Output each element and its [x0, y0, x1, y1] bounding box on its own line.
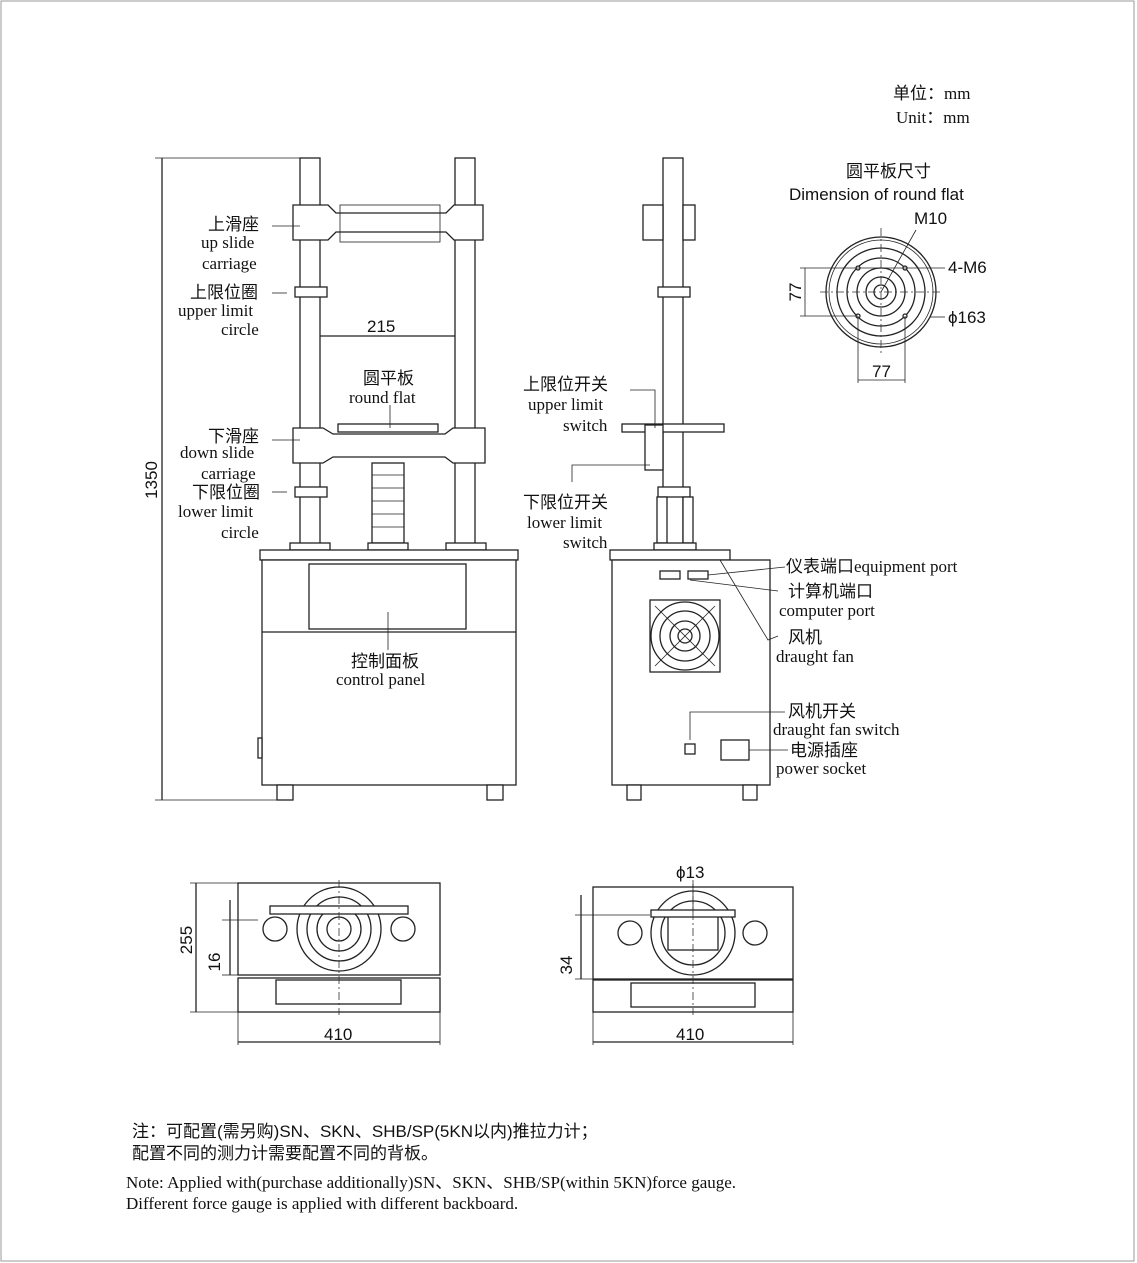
- w410-left-label: 410: [324, 1025, 352, 1044]
- round-flat-en: round flat: [349, 388, 416, 407]
- upper-circle-cn: 上限位圈: [190, 283, 258, 302]
- round-flat: [337, 423, 439, 433]
- note-en-2: Different force gauge is applied with di…: [126, 1194, 518, 1213]
- bellows: [371, 462, 405, 544]
- dia163-label: ϕ163: [948, 308, 986, 327]
- up-slide-cn: 上滑座: [208, 215, 259, 234]
- up-slide-en: up slide: [201, 233, 254, 252]
- computer-port-en: computer port: [779, 601, 875, 620]
- lower-circle-en2: circle: [221, 523, 259, 542]
- top-view-left: [190, 880, 441, 1045]
- upper-circle-en: upper limit: [178, 301, 253, 320]
- fan-switch-cn: 风机开关: [788, 702, 856, 721]
- note-cn-2: 配置不同的测力计需要配置不同的背板。: [132, 1144, 438, 1163]
- top-plate: [259, 549, 519, 561]
- upper-switch-en: upper limit: [528, 395, 603, 414]
- equipment-port-label: 仪表端口equipment port: [786, 557, 958, 576]
- fan-switch-en: draught fan switch: [773, 720, 900, 739]
- note-cn-1: 注：可配置(需另购)SN、SKN、SHB/SP(5KN以内)推拉力计；: [132, 1122, 598, 1141]
- down-slide-cn: 下滑座: [208, 427, 259, 446]
- up-slide-en2: carriage: [202, 254, 257, 273]
- width-215: 215: [367, 317, 395, 336]
- upper-switch-en2: switch: [563, 416, 608, 435]
- down-slide-en: down slide: [180, 443, 254, 462]
- down-slide-carriage: [292, 427, 486, 464]
- unit-cn: 单位：mm: [893, 84, 970, 103]
- round-flat-title-en: Dimension of round flat: [789, 185, 964, 204]
- d13-label: ϕ13: [676, 863, 704, 882]
- foot: [276, 784, 294, 801]
- height-1350: 1350: [142, 461, 161, 499]
- m6-label: 4-M6: [948, 258, 987, 277]
- front-view: 1350 215: [142, 157, 519, 801]
- round-flat-detail: [800, 228, 945, 383]
- h77-label: 77: [872, 362, 891, 381]
- side-view: [571, 157, 788, 801]
- upper-limit-circle: [294, 286, 328, 298]
- foot: [486, 784, 504, 801]
- w410-right-label: 410: [676, 1025, 704, 1044]
- d34-label: 34: [557, 956, 576, 975]
- lower-switch-en2: switch: [563, 533, 608, 552]
- lower-circle-cn: 下限位圈: [192, 483, 260, 502]
- control-panel-en: control panel: [336, 670, 425, 689]
- lower-circle-en: lower limit: [178, 502, 253, 521]
- m10-label: M10: [914, 209, 947, 228]
- round-flat-title-cn: 圆平板尺寸: [846, 162, 931, 181]
- computer-port-cn: 计算机端口: [788, 582, 873, 601]
- d255-label: 255: [177, 926, 196, 954]
- unit-en: Unit：mm: [896, 108, 970, 127]
- v77-label: 77: [786, 283, 805, 302]
- down-slide-en2: carriage: [201, 464, 256, 483]
- lower-limit-circle: [294, 486, 328, 498]
- lower-switch-cn: 下限位开关: [523, 493, 608, 512]
- equipment-port: [659, 570, 681, 580]
- lower-switch-en: lower limit: [527, 513, 602, 532]
- fan-cn: 风机: [788, 628, 822, 647]
- upper-switch-cn: 上限位开关: [523, 375, 608, 394]
- up-slide-carriage: [292, 204, 484, 241]
- d16-label: 16: [205, 953, 224, 972]
- power-socket: [720, 739, 750, 761]
- fan-switch: [684, 743, 696, 755]
- computer-port: [687, 570, 709, 580]
- round-flat-cn: 圆平板: [363, 369, 414, 388]
- power-socket-en: power socket: [776, 759, 866, 778]
- fan-en: draught fan: [776, 647, 854, 666]
- top-view-right: [575, 880, 794, 1045]
- upper-circle-en2: circle: [221, 320, 259, 339]
- control-panel-cn: 控制面板: [351, 652, 419, 671]
- side-round-flat: [621, 423, 725, 433]
- note-en-1: Note: Applied with(purchase additionally…: [126, 1173, 736, 1192]
- control-panel: [308, 563, 467, 630]
- power-socket-cn: 电源插座: [790, 741, 858, 760]
